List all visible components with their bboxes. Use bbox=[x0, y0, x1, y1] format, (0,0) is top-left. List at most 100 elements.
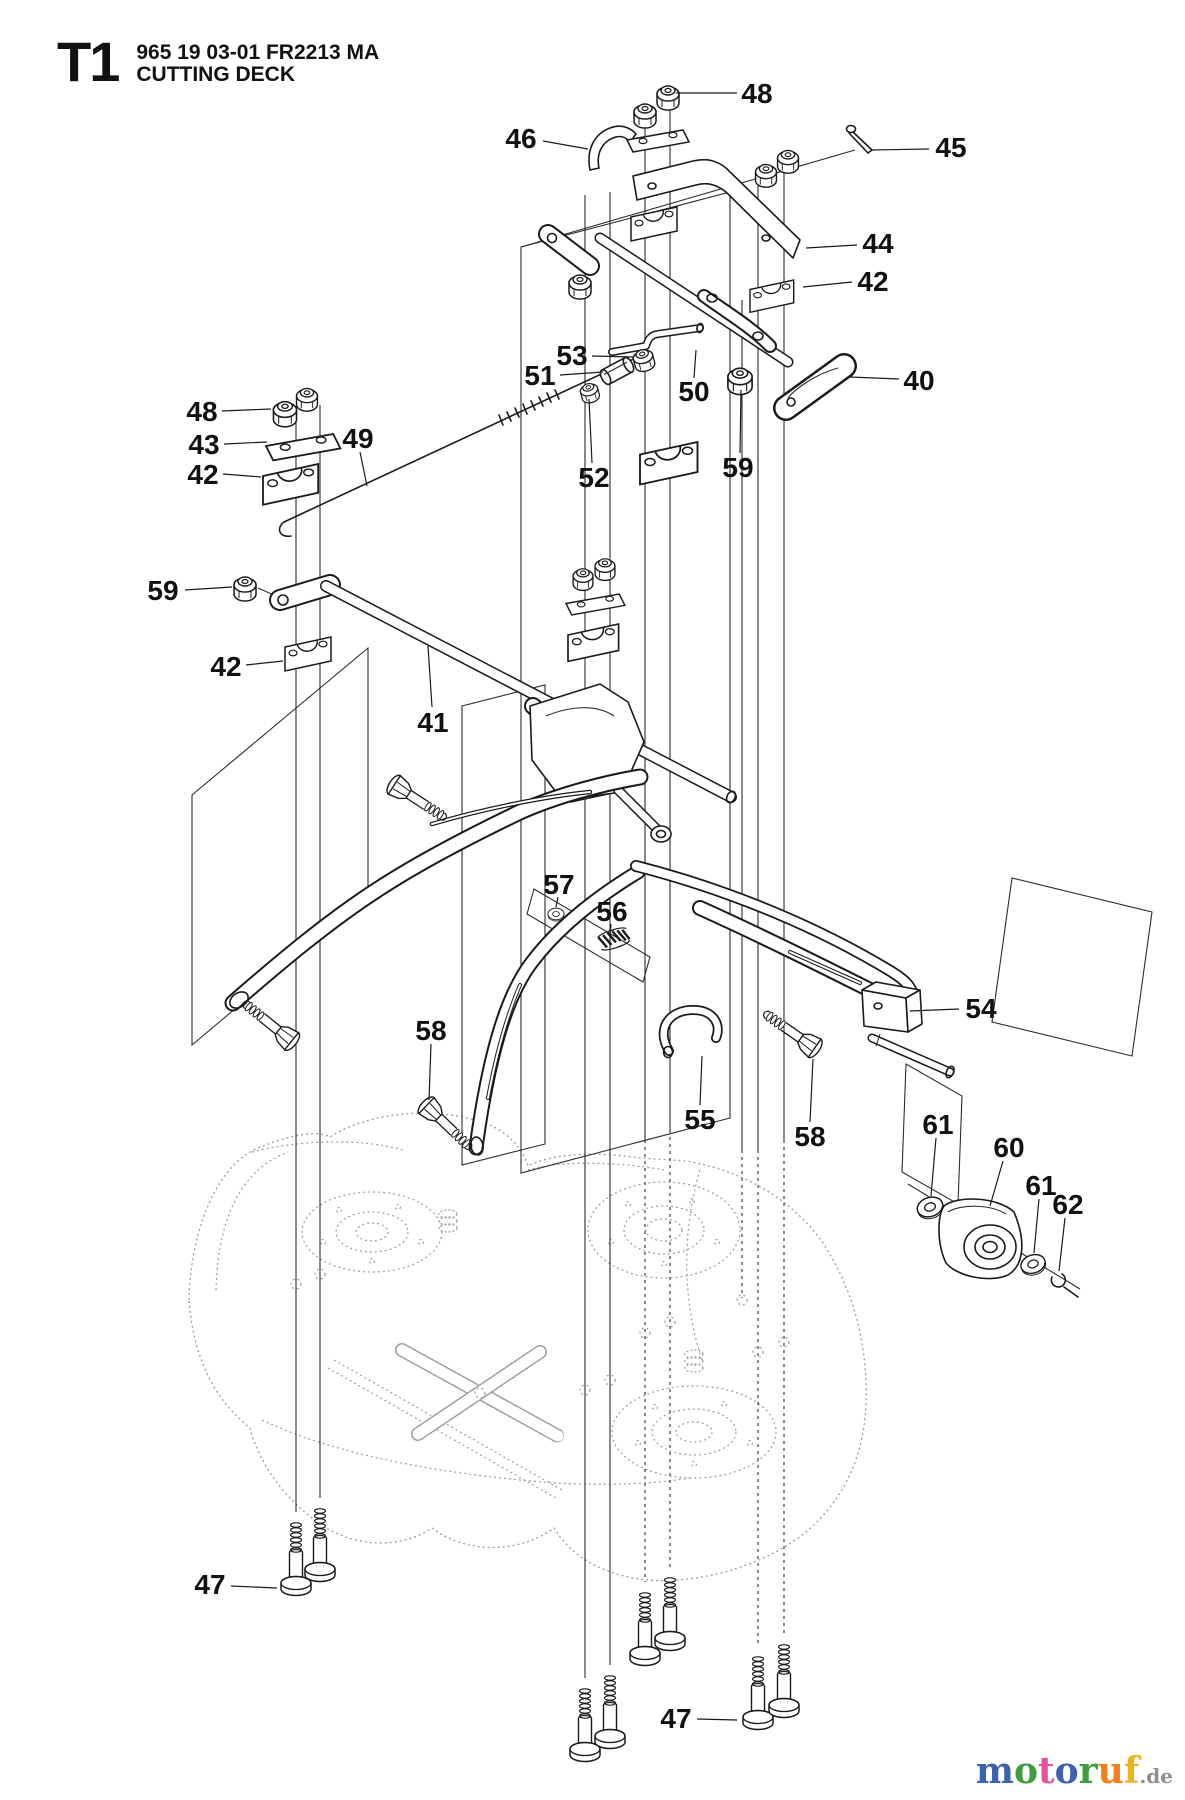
leader-line bbox=[221, 408, 272, 412]
reference-planes bbox=[191, 149, 1153, 1205]
locknut bbox=[572, 568, 594, 592]
leader-line bbox=[693, 349, 697, 379]
clamp-block-42 bbox=[749, 279, 795, 314]
locknut bbox=[754, 163, 778, 188]
part-label-47: 47 bbox=[194, 1569, 225, 1600]
leader-line bbox=[609, 923, 612, 936]
part-label-43: 43 bbox=[188, 429, 219, 460]
blade-cross-ghost bbox=[395, 1343, 565, 1443]
hook-55 bbox=[658, 1005, 723, 1059]
arm-end-block-54 bbox=[861, 981, 923, 1033]
lift-arm-left bbox=[224, 768, 649, 1012]
watermark: motoruf.de bbox=[976, 1750, 1173, 1792]
part-label-44: 44 bbox=[862, 228, 894, 259]
locknut bbox=[594, 558, 616, 582]
leader-line bbox=[359, 451, 368, 487]
leader-line bbox=[591, 355, 634, 358]
clamp-block bbox=[639, 441, 699, 486]
watermark-letter: o bbox=[1054, 1750, 1079, 1792]
leader-line bbox=[802, 281, 853, 288]
part-label-58: 58 bbox=[794, 1121, 825, 1152]
locknut-48 bbox=[633, 103, 657, 129]
locknut bbox=[776, 149, 800, 174]
bolt-47 bbox=[280, 1522, 312, 1597]
left-mount-stack bbox=[233, 387, 342, 672]
spindle-right-ghost bbox=[587, 1181, 741, 1279]
spindle-bottom-ghost bbox=[611, 1385, 777, 1479]
spacer-51 bbox=[599, 356, 635, 386]
part-name: CUTTING DECK bbox=[136, 63, 296, 86]
roller-60 bbox=[938, 1198, 1023, 1280]
part-label-55: 55 bbox=[684, 1104, 715, 1135]
part-label-61: 61 bbox=[922, 1109, 953, 1140]
watermark-letter: u bbox=[1097, 1750, 1124, 1792]
bolt-58 bbox=[757, 1003, 826, 1061]
rear-arm-54 bbox=[547, 860, 955, 1079]
part-label-42: 42 bbox=[187, 459, 218, 490]
watermark-suffix: .de bbox=[1139, 1764, 1173, 1788]
part-label-57: 57 bbox=[543, 869, 574, 900]
leader-line bbox=[542, 140, 589, 150]
part-label-52: 52 bbox=[578, 462, 609, 493]
leader-line bbox=[696, 1718, 738, 1721]
lift-handle-40 bbox=[538, 224, 857, 421]
roller-assembly bbox=[907, 1183, 1081, 1298]
watermark-letter: f bbox=[1123, 1750, 1140, 1792]
locknut-48 bbox=[295, 387, 319, 412]
leader-line bbox=[909, 1008, 960, 1012]
leader-line bbox=[848, 376, 900, 380]
bolt-47 bbox=[654, 1577, 686, 1652]
leader-line bbox=[555, 896, 559, 908]
washer-61 bbox=[1017, 1250, 1049, 1279]
part-label-48: 48 bbox=[186, 396, 217, 427]
plate-43 bbox=[565, 593, 626, 616]
watermark-letter: t bbox=[1038, 1750, 1055, 1792]
part-label-47: 47 bbox=[660, 1703, 691, 1734]
leader-line bbox=[809, 1058, 814, 1123]
part-label-50: 50 bbox=[678, 376, 709, 407]
bolt-47 bbox=[304, 1508, 336, 1583]
cotter-pin-45 bbox=[845, 124, 873, 154]
cutting-deck-ghost bbox=[188, 1112, 867, 1582]
part-number: 965 19 03-01 FR2213 MA bbox=[136, 41, 380, 64]
spindle-left-ghost bbox=[301, 1191, 443, 1273]
part-label-56: 56 bbox=[596, 896, 627, 927]
watermark-letter: o bbox=[1014, 1750, 1039, 1792]
leader-line bbox=[427, 645, 433, 708]
part-label-59: 59 bbox=[147, 575, 178, 606]
bolt-47 bbox=[569, 1688, 601, 1763]
part-label-59: 59 bbox=[722, 452, 753, 483]
locknut-48 bbox=[272, 400, 298, 428]
plate-43 bbox=[265, 433, 342, 462]
leader-line bbox=[559, 371, 604, 376]
bolt-47 bbox=[742, 1656, 774, 1731]
leader-line bbox=[699, 1055, 703, 1106]
bolt-47 bbox=[629, 1592, 661, 1667]
part-label-49: 49 bbox=[342, 423, 373, 454]
pivot-bracket bbox=[529, 683, 672, 843]
part-label-58: 58 bbox=[415, 1015, 446, 1046]
watermark-letter: r bbox=[1078, 1750, 1098, 1792]
clamp-block bbox=[567, 623, 620, 663]
leader-line bbox=[245, 660, 284, 666]
leader-line bbox=[223, 441, 268, 445]
top-bracket-assembly bbox=[588, 85, 873, 314]
washer-57 bbox=[547, 907, 565, 922]
locknut-48 bbox=[656, 85, 680, 111]
leader-line bbox=[1058, 1217, 1066, 1272]
deck-outline bbox=[188, 1112, 867, 1582]
leader-line bbox=[1033, 1198, 1040, 1254]
leader-line bbox=[222, 473, 262, 478]
part-label-40: 40 bbox=[903, 365, 934, 396]
part-label-54: 54 bbox=[965, 993, 997, 1024]
part-label-41: 41 bbox=[417, 707, 448, 738]
leader-line bbox=[184, 586, 233, 591]
part-label-45: 45 bbox=[935, 132, 966, 163]
leader-line bbox=[805, 244, 858, 249]
part-label-62: 62 bbox=[1052, 1189, 1083, 1220]
bolt-47 bbox=[768, 1644, 800, 1719]
bolt-58 bbox=[383, 772, 453, 829]
watermark-letter: m bbox=[975, 1750, 1014, 1792]
